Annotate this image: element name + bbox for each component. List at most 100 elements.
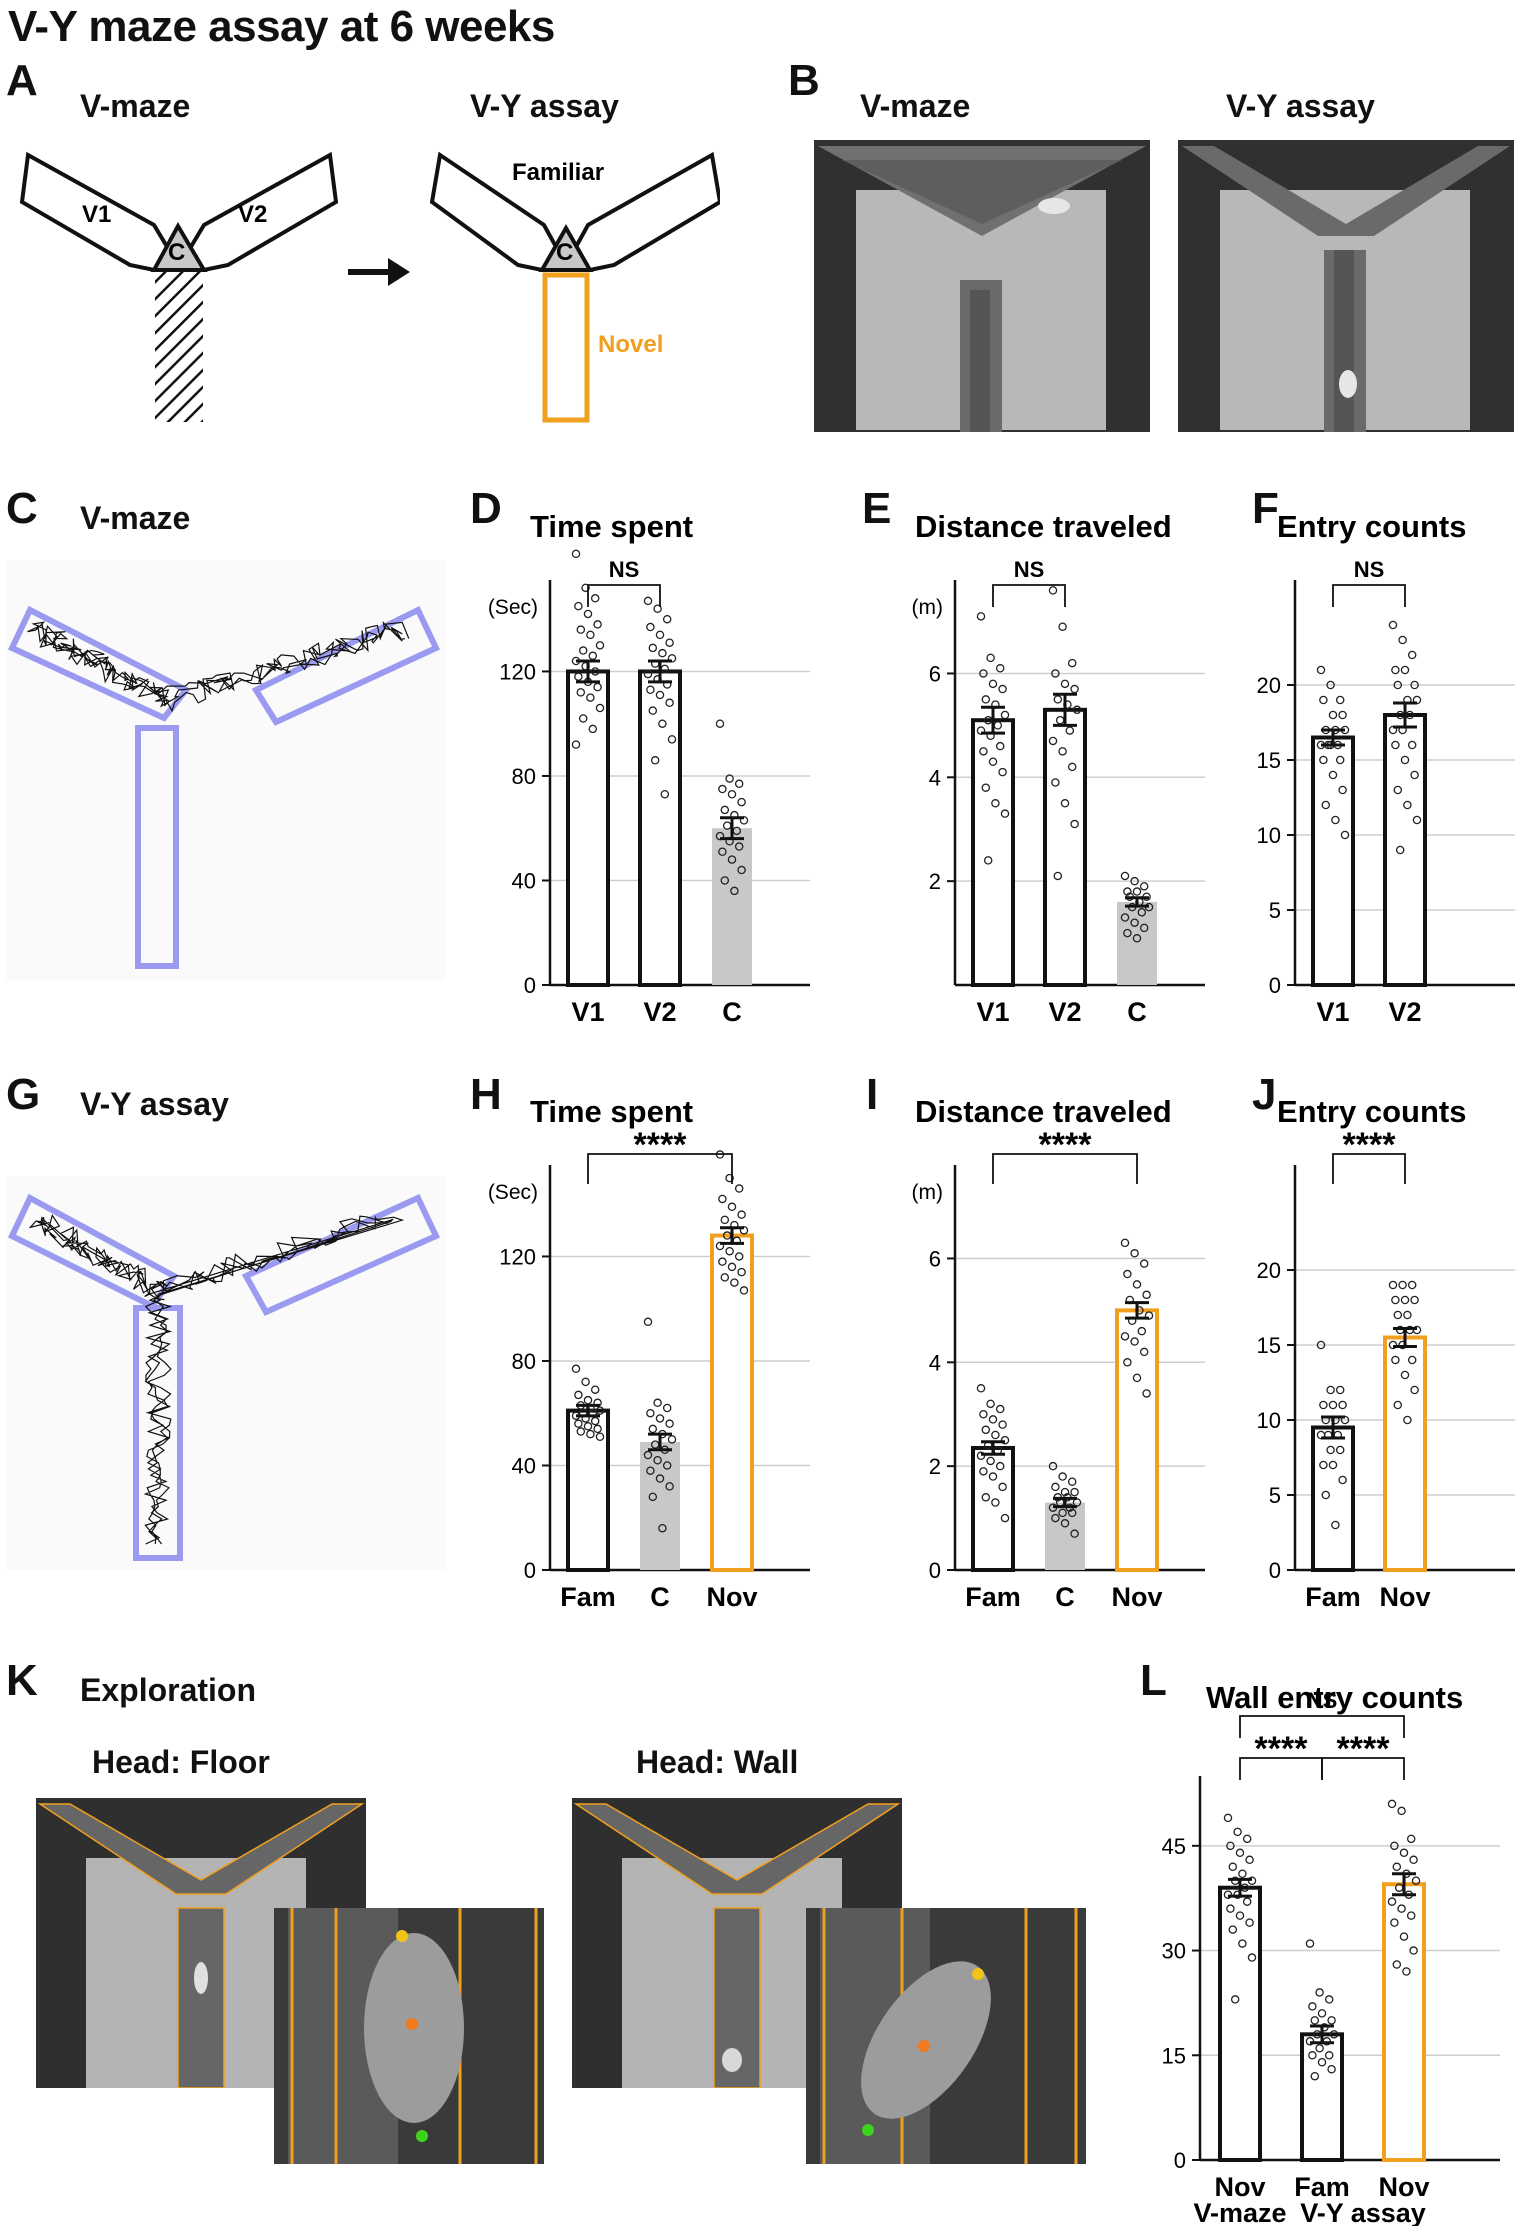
bar-I-1: [1045, 1502, 1085, 1570]
point-I-0-5: [998, 1420, 1007, 1429]
point-L-1-2: [1324, 1995, 1334, 2004]
label-c-vy: C: [556, 239, 573, 266]
ytick-label-H-3: 120: [499, 1244, 536, 1269]
point-E-0-16: [998, 767, 1007, 777]
ytick-label-I-1: 2: [929, 1454, 941, 1479]
point-E-0-18: [991, 799, 1000, 808]
point-I-0-6: [981, 1425, 991, 1435]
bar-J-0: [1311, 1425, 1355, 1572]
point-L-0-20: [1230, 1995, 1240, 2004]
sig-label-J-0: ****: [1343, 1126, 1397, 1164]
chart-title-F: Entry counts: [1277, 509, 1466, 544]
title-b-vy: V-Y assay: [1226, 88, 1375, 124]
bar-L-1: [1300, 2032, 1344, 2162]
point-L-2-0: [1387, 1799, 1397, 1809]
point-H-0-15: [583, 1422, 593, 1431]
sig-label-H-0: ****: [634, 1126, 688, 1164]
panel-letter-a: A: [6, 56, 38, 105]
vmaze-diagram: V1 V2 C: [19, 151, 339, 422]
point-L-2-12: [1397, 1904, 1406, 1913]
xtick-label-H-0: Fam: [560, 1582, 616, 1612]
point-L-1-13: [1324, 2051, 1334, 2060]
ytick-label-J-0: 0: [1269, 1558, 1281, 1583]
point-D-2-0: [715, 719, 725, 728]
point-H-1-13: [662, 1461, 672, 1470]
point-L-0-5: [1245, 1855, 1254, 1865]
point-D-2-4: [727, 790, 737, 799]
bar-L-2: [1382, 1882, 1426, 2163]
point-F-1-14: [1391, 740, 1400, 750]
point-D-1-4: [655, 630, 665, 640]
point-E-2-13: [1139, 923, 1149, 933]
point-F-1-16: [1410, 770, 1419, 780]
point-I-1-2: [1067, 1477, 1077, 1486]
xtick-label-L-1: Fam: [1294, 2172, 1350, 2202]
point-J-0-13: [1335, 1445, 1345, 1455]
xtick-label-E-2: C: [1127, 997, 1147, 1027]
ytick-label-L-0: 0: [1174, 2148, 1186, 2173]
point-D-1-14: [646, 685, 655, 694]
point-L-1-4: [1317, 2009, 1327, 2018]
point-J-0-16: [1338, 1475, 1347, 1485]
point-L-1-5: [1327, 2016, 1336, 2025]
sig-label-F-0: NS: [1354, 557, 1385, 582]
point-H-0-18: [586, 1429, 595, 1439]
point-D-2-6: [720, 805, 730, 815]
point-J-0-17: [1321, 1490, 1331, 1500]
title-c: V-maze: [80, 500, 191, 536]
point-E-1-16: [1070, 819, 1079, 829]
point-J-1-1: [1398, 1280, 1407, 1290]
ytick-label-D-1: 40: [512, 868, 536, 893]
point-F-0-19: [1340, 830, 1350, 840]
point-L-0-2: [1242, 1834, 1252, 1844]
marker-body: [406, 2018, 418, 2030]
point-D-1-5: [665, 638, 674, 647]
point-E-0-13: [995, 741, 1005, 751]
bar-I-0: [971, 1445, 1015, 1573]
point-I-2-15: [1132, 1373, 1142, 1383]
point-D-1-20: [650, 756, 660, 765]
point-D-1-3: [646, 622, 655, 632]
ytick-label-E-2: 6: [929, 661, 941, 686]
point-H-1-5: [665, 1419, 674, 1428]
point-D-0-5: [593, 620, 602, 629]
sig-label-L-0: ****: [1255, 1730, 1309, 1768]
point-I-0-0: [976, 1384, 986, 1393]
point-L-1-6: [1310, 2016, 1320, 2025]
panel-letter-l: L: [1140, 1656, 1167, 1705]
point-I-0-14: [979, 1467, 988, 1476]
bar-E-0: [971, 718, 1015, 987]
group-label-L-1: V-Y assay: [1300, 2198, 1426, 2226]
panel-letter-h: H: [470, 1070, 502, 1119]
point-H-2-13: [734, 1252, 744, 1261]
trajectory-path-vmaze: [27, 620, 410, 713]
point-L-2-14: [1390, 1918, 1399, 1927]
point-J-1-6: [1393, 1310, 1403, 1320]
point-H-0-14: [574, 1419, 583, 1428]
xtick-label-E-1: V2: [1048, 997, 1081, 1027]
point-L-1-1: [1315, 1988, 1324, 1997]
point-E-2-12: [1130, 918, 1139, 927]
point-F-1-19: [1412, 815, 1422, 825]
point-H-0-1: [581, 1377, 590, 1387]
title-k-wall: Head: Wall: [636, 1744, 799, 1780]
chart-title-D: Time spent: [530, 509, 693, 544]
figure-title: V-Y maze assay at 6 weeks: [8, 2, 555, 51]
point-H-1-2: [662, 1403, 672, 1413]
xtick-label-I-2: Nov: [1111, 1582, 1162, 1612]
point-H-0-2: [590, 1385, 600, 1394]
point-D-1-7: [658, 648, 667, 658]
point-D-0-13: [590, 667, 600, 676]
inset-head-wall: [806, 1908, 1086, 2164]
inset-wall-drawing: [806, 1908, 1086, 2164]
point-L-0-6: [1228, 1862, 1238, 1872]
point-H-2-5: [737, 1210, 746, 1219]
point-H-1-0: [643, 1317, 653, 1327]
point-E-0-0: [976, 612, 986, 621]
point-E-0-5: [998, 684, 1007, 694]
photo-vy: [1178, 140, 1514, 432]
point-I-0-19: [1000, 1513, 1010, 1523]
point-H-2-17: [720, 1273, 730, 1282]
point-E-0-19: [1000, 809, 1010, 818]
